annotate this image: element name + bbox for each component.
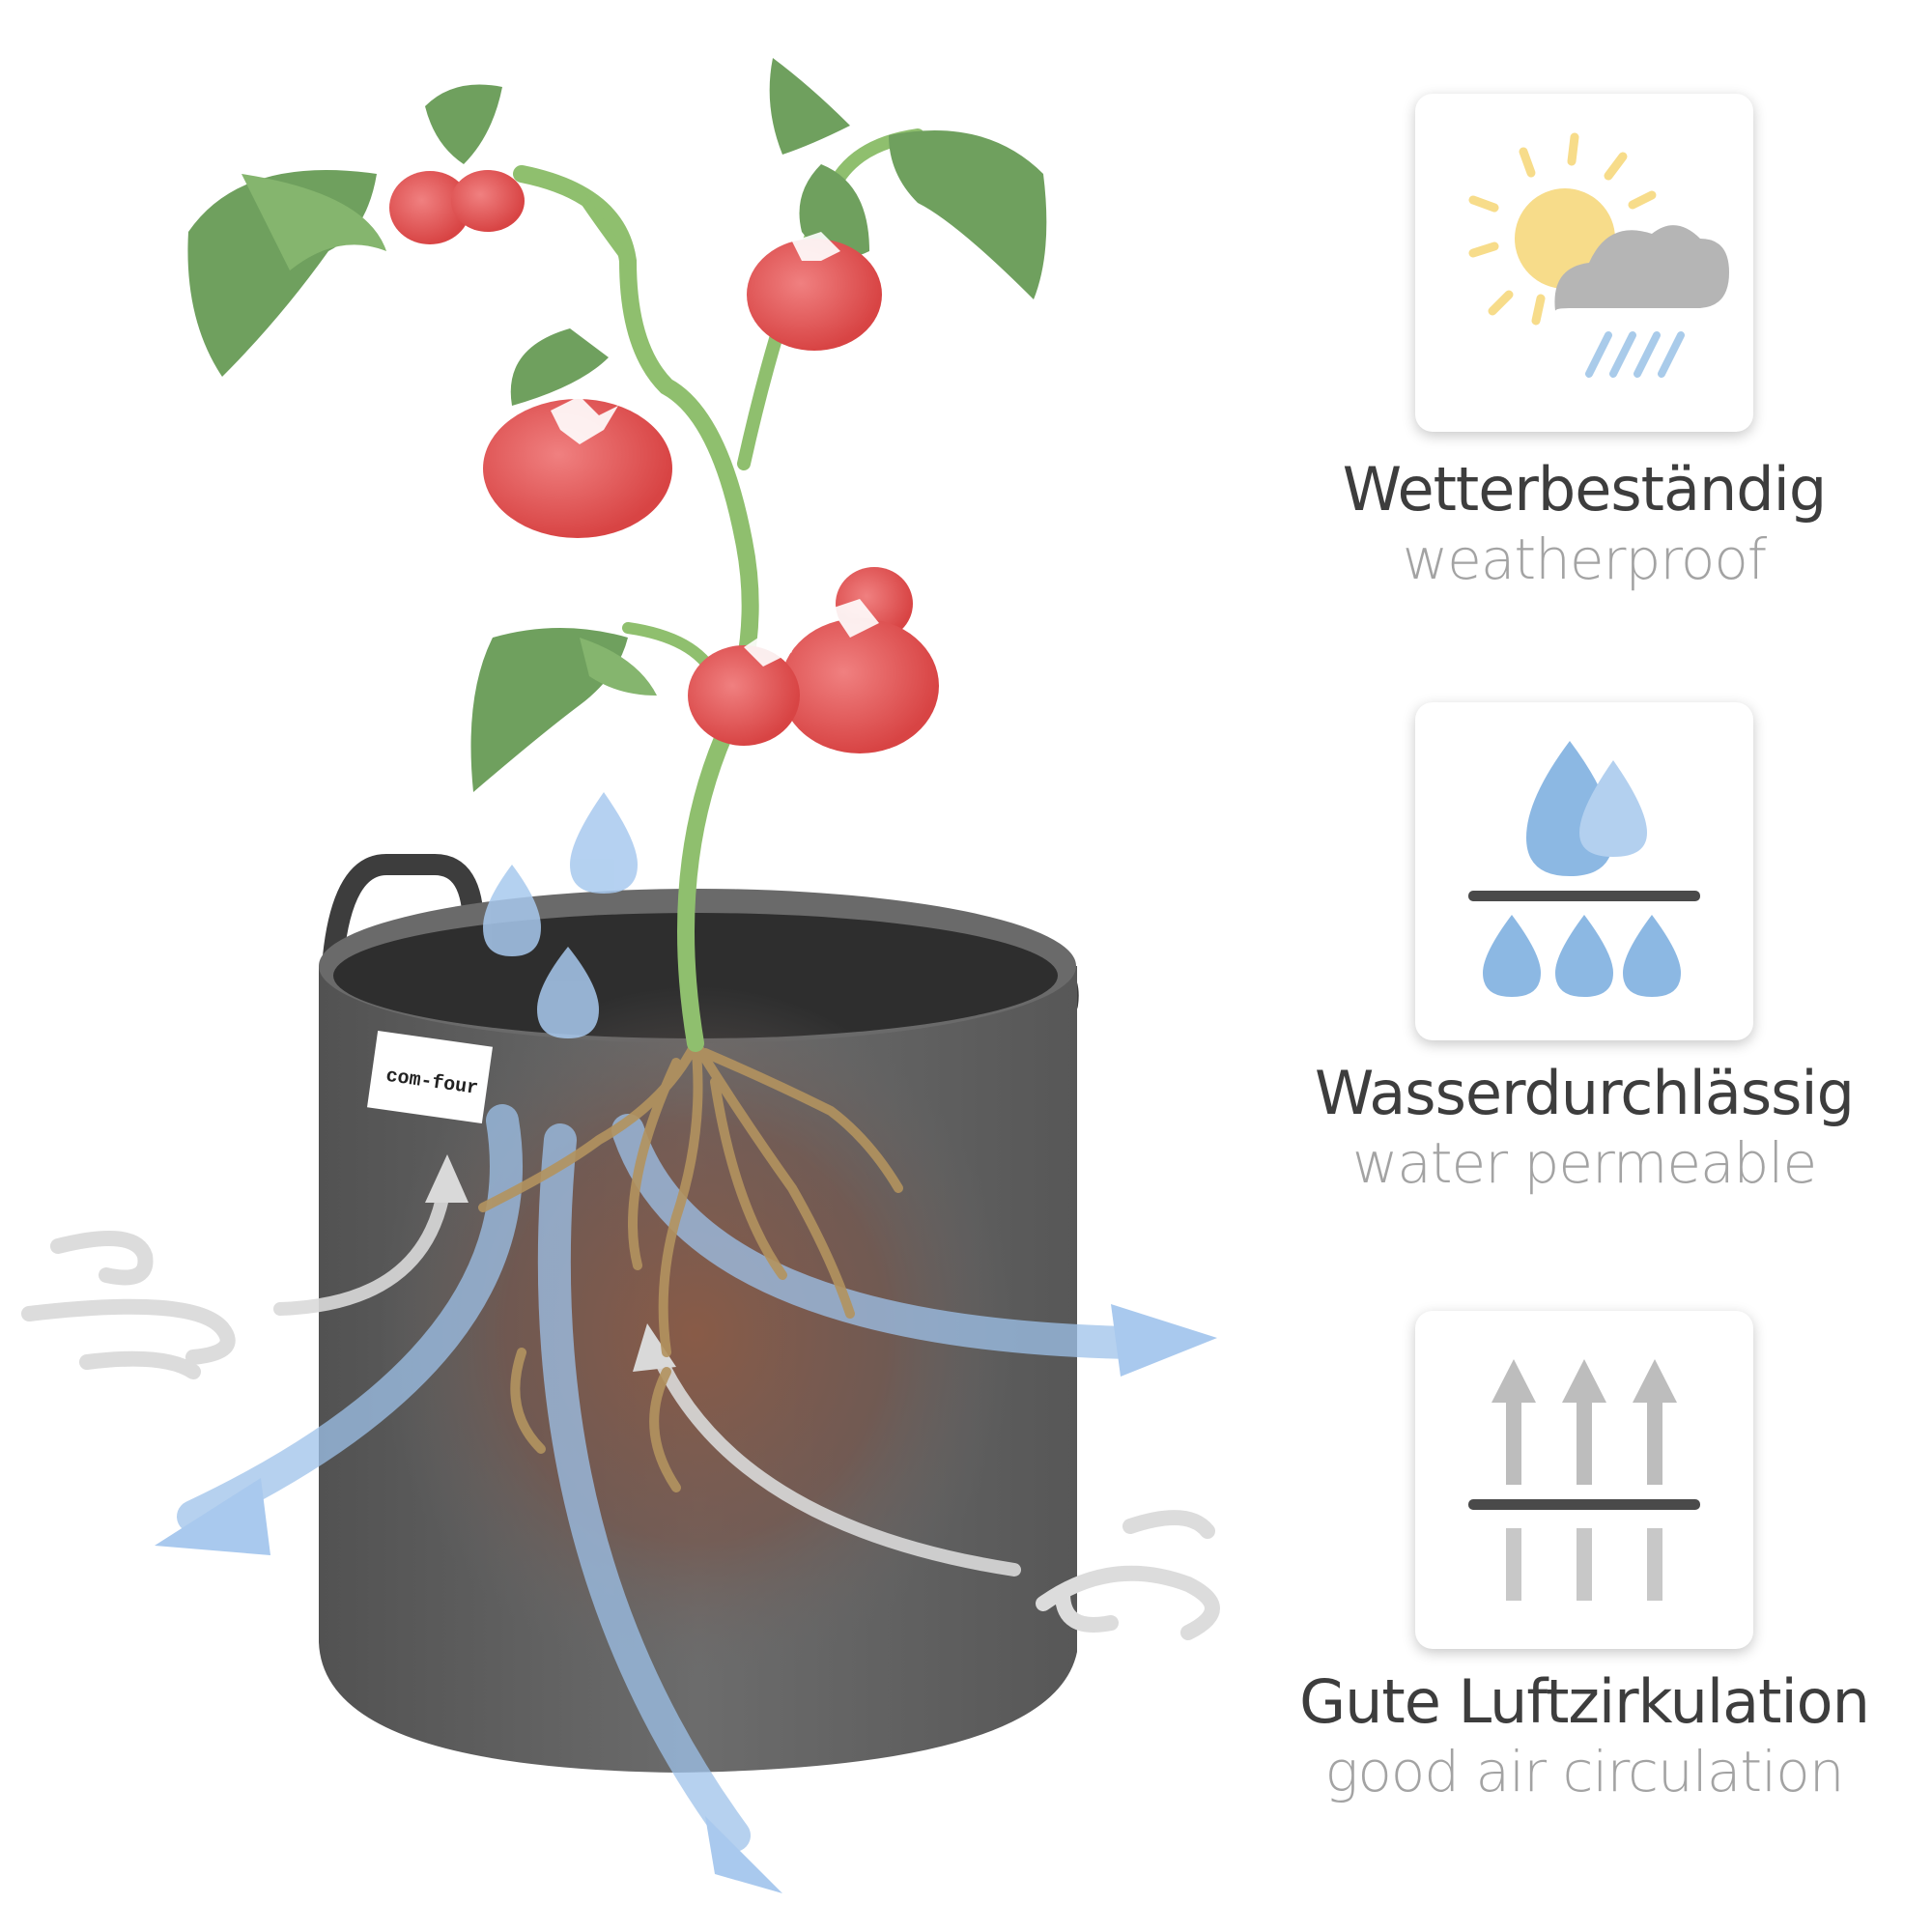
water-flow-arrows bbox=[177, 1104, 1147, 1852]
air-arrows-icon bbox=[1468, 1359, 1700, 1601]
wind-swirl-icon bbox=[21, 1231, 1220, 1640]
sun-cloud-rain-icon bbox=[1468, 132, 1729, 378]
water-arrowhead-1 bbox=[155, 1478, 270, 1555]
pot-handle-left bbox=[323, 854, 484, 967]
feature-card-air-circulation bbox=[1415, 1311, 1753, 1649]
water-arrowhead-3 bbox=[1111, 1304, 1217, 1377]
water-drops-icon bbox=[1468, 741, 1700, 997]
plant-roots bbox=[478, 1038, 903, 1492]
air-arrowhead-1 bbox=[425, 1154, 469, 1203]
feature-subtitle-water-permeable: water permeable bbox=[1351, 1130, 1817, 1196]
tomato-calyx bbox=[551, 232, 879, 667]
feature-card-weatherproof bbox=[1415, 94, 1753, 432]
tomato-leaves bbox=[187, 58, 1047, 792]
feature-title-weatherproof: Wetterbeständig bbox=[1342, 454, 1827, 525]
air-arrowhead-2 bbox=[633, 1323, 676, 1372]
feature-title-water-permeable: Wasserdurchlässig bbox=[1314, 1058, 1855, 1128]
tomatoes bbox=[389, 170, 939, 753]
feature-subtitle-weatherproof: weatherproof bbox=[1402, 526, 1767, 592]
feature-title-air-circulation: Gute Luftzirkulation bbox=[1299, 1666, 1870, 1737]
air-flow-arrows bbox=[273, 1181, 1021, 1577]
feature-subtitle-air-circulation: good air circulation bbox=[1324, 1739, 1845, 1804]
water-arrowhead-2 bbox=[705, 1816, 782, 1893]
feature-card-water-permeable bbox=[1415, 702, 1753, 1040]
water-drops bbox=[483, 792, 638, 1038]
brand-tag: com-four bbox=[367, 1031, 493, 1123]
